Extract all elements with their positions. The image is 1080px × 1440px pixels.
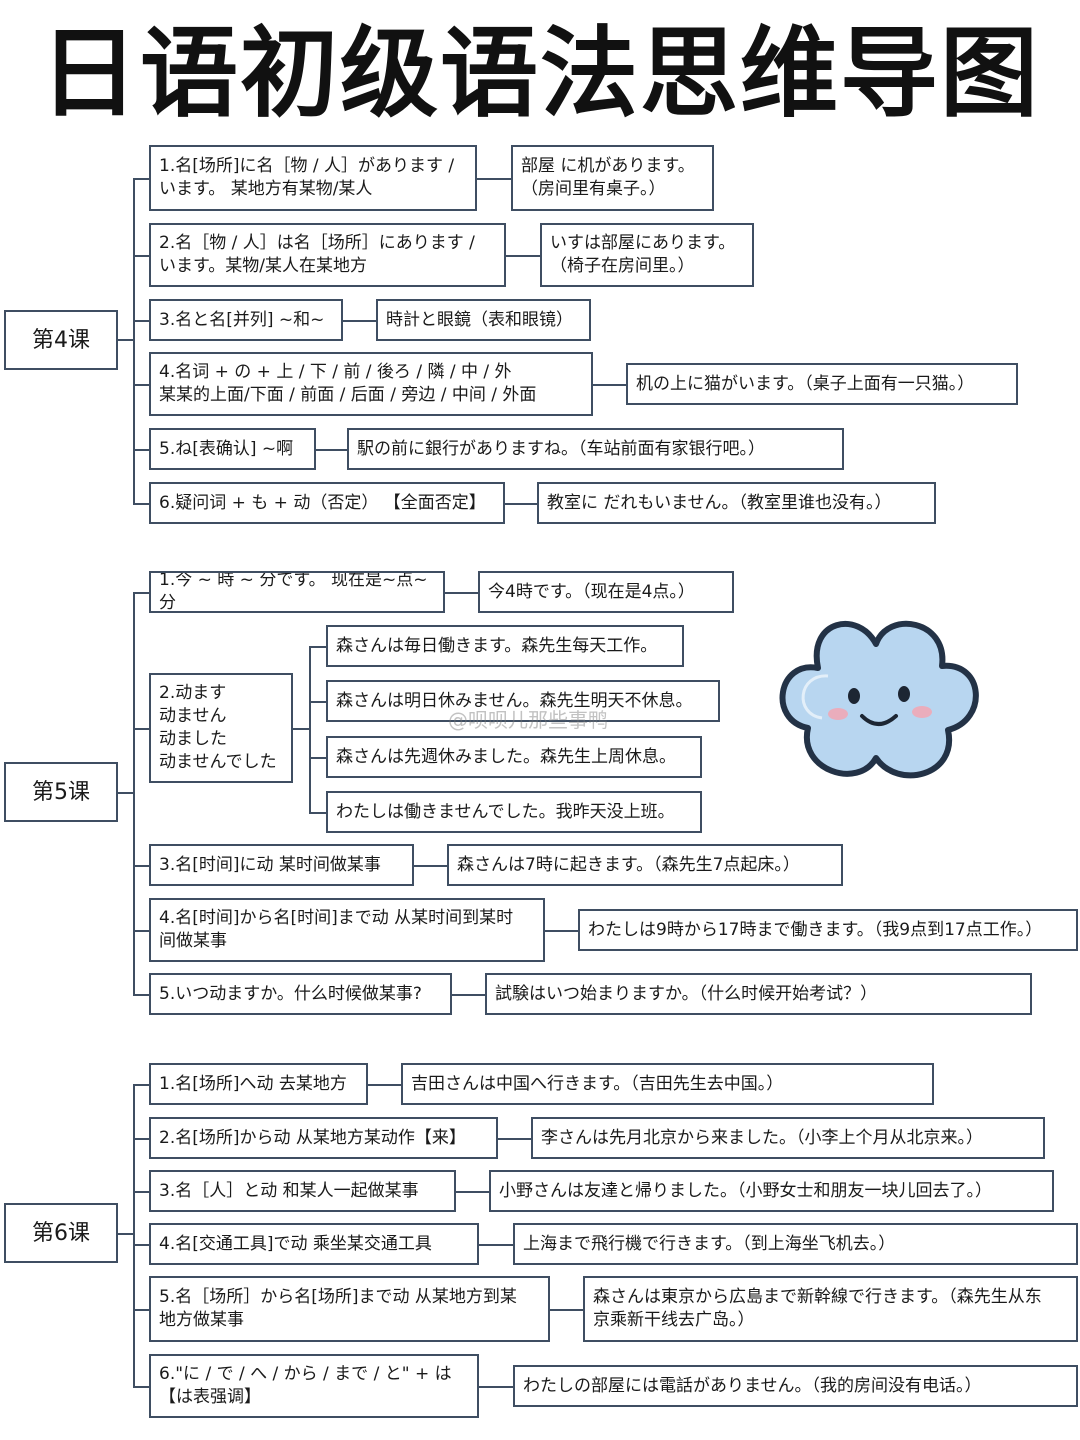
connector	[309, 812, 326, 814]
page-title: 日语初级语法思维导图	[39, 17, 1040, 131]
grammar-rule: 2.名[场所]から动 从某地方某动作【来】	[149, 1117, 498, 1159]
connector	[550, 1309, 583, 1311]
connector	[118, 339, 134, 341]
connector	[414, 865, 447, 867]
connector	[118, 1233, 134, 1235]
example-sentence: いすは部屋にあります。 （椅子在房间里。）	[540, 223, 754, 287]
connector	[456, 1191, 489, 1193]
connector	[479, 1244, 513, 1246]
example-sentence: わたしの部屋には電話がありません。（我的房间没有电话。）	[513, 1365, 1078, 1407]
connector	[316, 449, 347, 451]
grammar-rule: 5.ね[表确认] ~啊	[149, 428, 316, 470]
cloud-face-icon	[779, 620, 979, 779]
grammar-rule: 2.名［物 / 人］は名［场所］にあります / います。某物/某人在某地方	[149, 223, 506, 287]
connector	[118, 792, 134, 794]
example-sentence: 時計と眼鏡（表和眼镜）	[376, 299, 591, 341]
connector	[133, 1084, 149, 1086]
connector	[133, 1084, 135, 1387]
connector	[593, 384, 626, 386]
example-sentence: 上海まで飛行機で行きます。（到上海坐飞机去。）	[513, 1223, 1078, 1265]
example-sentence: 教室に だれもいません。（教室里谁也没有。）	[537, 482, 936, 524]
connector	[479, 1386, 513, 1388]
grammar-rule: 4.名词 + の + 上 / 下 / 前 / 後ろ / 隣 / 中 / 外 某某…	[149, 352, 593, 416]
watermark: @呗呗儿那些事鸭	[448, 708, 608, 732]
example-sentence: 試験はいつ始まりますか。（什么时候开始考试？）	[485, 973, 1032, 1015]
example-sentence: 部屋 に机があります。 （房间里有桌子。）	[511, 145, 714, 211]
connector	[133, 178, 149, 180]
connector	[309, 701, 326, 703]
grammar-rule: 1.名[场所]へ动 去某地方	[149, 1063, 368, 1105]
grammar-rule: 1.名[场所]に名［物 / 人］があります / います。 某地方有某物/某人	[149, 145, 477, 211]
connector	[505, 503, 537, 505]
connector	[133, 1244, 149, 1246]
connector	[445, 592, 478, 594]
grammar-rule: 5.いつ动ますか。什么时候做某事?	[149, 973, 452, 1015]
connector	[477, 178, 511, 180]
grammar-rule: 4.名[交通工具]で动 乘坐某交通工具	[149, 1223, 479, 1265]
example-sentence: わたしは働きませんでした。我昨天没上班。	[326, 791, 702, 833]
grammar-rule: 3.名［人］と动 和某人一起做某事	[149, 1170, 456, 1212]
example-sentence: 吉田さんは中国へ行きます。（吉田先生去中国。）	[401, 1063, 934, 1105]
example-sentence: 小野さんは友達と帰りました。（小野女士和朋友一块儿回去了。）	[489, 1170, 1054, 1212]
connector	[293, 728, 310, 730]
connector	[133, 865, 149, 867]
example-sentence: わたしは9時から17時まで働きます。（我9点到17点工作。）	[578, 909, 1078, 951]
connector	[133, 592, 149, 594]
grammar-rule: 6."に / で / へ / から / まで / と" + は 【は表强调】	[149, 1354, 479, 1418]
connector	[133, 503, 149, 505]
lesson-node: 第4课	[4, 310, 118, 370]
grammar-rule: 3.名と名[并列] ~和~	[149, 299, 343, 341]
connector	[133, 994, 149, 996]
connector	[452, 994, 485, 996]
connector	[133, 320, 149, 322]
example-sentence: 机の上に猫がいます。（桌子上面有一只猫。）	[626, 363, 1018, 405]
grammar-rule: 6.疑问词 + も + 动（否定） 【全面否定】	[149, 482, 505, 524]
connector	[309, 646, 326, 648]
connector	[506, 255, 540, 257]
connector	[133, 178, 135, 504]
connector	[309, 646, 311, 813]
connector	[133, 930, 149, 932]
connector	[133, 449, 149, 451]
example-sentence: 森さんは毎日働きます。森先生每天工作。	[326, 625, 684, 667]
connector	[133, 592, 135, 995]
connector	[133, 1138, 149, 1140]
connector	[309, 757, 326, 759]
example-sentence: 森さんは7時に起きます。（森先生7点起床。）	[447, 844, 843, 886]
grammar-rule: 3.名[时间]に动 某时间做某事	[149, 844, 414, 886]
example-sentence: 今4時です。（现在是4点。）	[478, 571, 734, 613]
lesson-node: 第6课	[4, 1203, 118, 1263]
connector	[368, 1084, 401, 1086]
connector	[133, 1191, 149, 1193]
connector	[133, 255, 149, 257]
grammar-rule: 2.动ます 动ません 动ました 动ませんでした	[149, 673, 293, 783]
connector	[133, 1386, 149, 1388]
connector	[133, 728, 149, 730]
example-sentence: 森さんは東京から広島まで新幹線で行きます。（森先生从东 京乘新干线去广岛。）	[583, 1276, 1078, 1342]
grammar-rule: 1.今 ~ 時 ~ 分です。 现在是~点~分	[149, 571, 445, 613]
example-sentence: 駅の前に銀行がありますね。（车站前面有家银行吧。）	[347, 428, 844, 470]
connector	[133, 1309, 149, 1311]
example-sentence: 森さんは先週休みました。森先生上周休息。	[326, 736, 702, 778]
connector	[545, 930, 578, 932]
grammar-rule: 4.名[时间]から名[时间]まで动 从某时间到某时 间做某事	[149, 898, 545, 962]
connector	[343, 320, 376, 322]
connector	[133, 384, 149, 386]
connector	[498, 1138, 531, 1140]
example-sentence: 森さんは明日休みません。森先生明天不休息。	[326, 680, 720, 722]
example-sentence: 李さんは先月北京から来ました。（小李上个月从北京来。）	[531, 1117, 1045, 1159]
grammar-rule: 5.名［场所］から名[场所]まで动 从某地方到某 地方做某事	[149, 1276, 550, 1342]
lesson-node: 第5课	[4, 762, 118, 822]
